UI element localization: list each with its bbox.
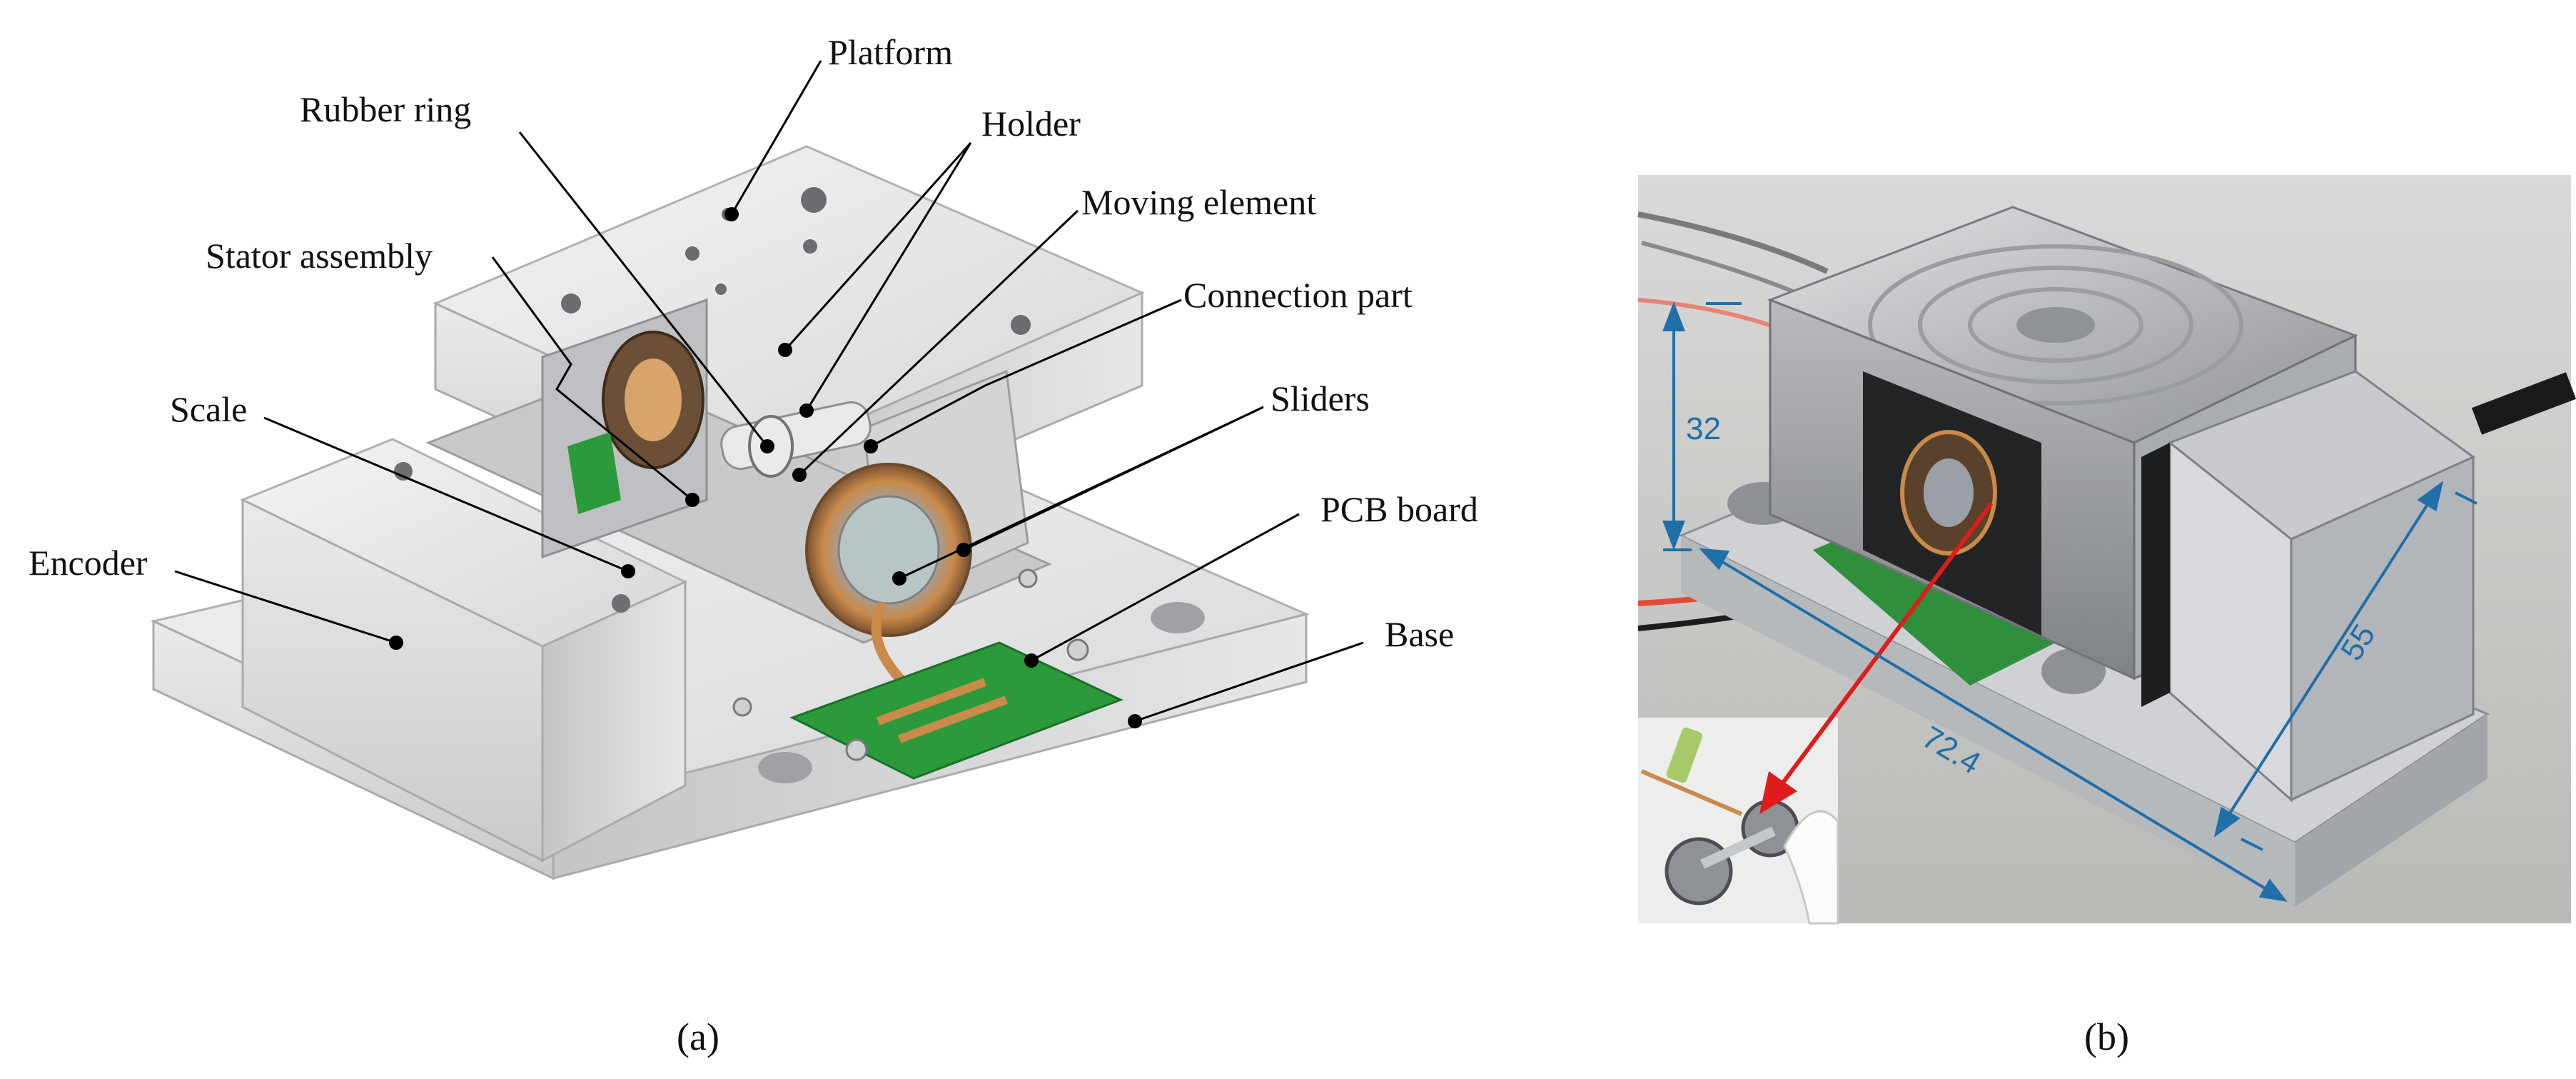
label-sliders: Sliders bbox=[1271, 378, 1370, 418]
photo-encoder-scale bbox=[2141, 443, 2170, 707]
platform-hole bbox=[685, 246, 699, 261]
caption-b: (b) bbox=[2084, 1015, 2129, 1058]
platform-hole bbox=[561, 293, 581, 313]
pcb-board bbox=[789, 641, 1123, 780]
dim-55-ext bbox=[2455, 491, 2477, 505]
label-platform: Platform bbox=[828, 32, 953, 72]
leader-holder-1 bbox=[784, 141, 972, 351]
dim-72-arrow-right bbox=[2258, 878, 2288, 902]
inset-wires bbox=[1640, 769, 1743, 816]
dim-32-arrow-top bbox=[1662, 301, 1685, 331]
leader-dot bbox=[778, 343, 792, 357]
label-encoder: Encoder bbox=[29, 543, 148, 583]
leader-encoder bbox=[174, 570, 397, 644]
label-holder: Holder bbox=[981, 104, 1081, 144]
slider-screw bbox=[1018, 568, 1038, 588]
label-pcb-board: PCB board bbox=[1320, 489, 1478, 529]
platform-hole bbox=[801, 187, 827, 213]
panel-a-labels: Platform Rubber ring Holder Moving eleme… bbox=[29, 32, 1478, 654]
dim-label-32: 32 bbox=[1686, 411, 1721, 446]
leader-dot bbox=[389, 636, 403, 650]
photo-inset bbox=[1638, 718, 1839, 925]
pcb-trace bbox=[897, 696, 1009, 743]
leader-dot bbox=[621, 564, 635, 578]
dim-55-arrow-top bbox=[2417, 481, 2444, 512]
dim-32-arrow-bottom bbox=[1662, 521, 1685, 551]
encoder-hole bbox=[394, 462, 413, 481]
photo-base-side bbox=[2295, 714, 2487, 907]
panel-a-leader-lines bbox=[174, 60, 1364, 723]
label-base: Base bbox=[1385, 614, 1454, 654]
inset-ring bbox=[1665, 837, 1733, 905]
leader-dot bbox=[956, 543, 971, 557]
platform-hole bbox=[1011, 315, 1031, 335]
copper-lead bbox=[871, 602, 911, 691]
dim-55-line bbox=[2226, 498, 2432, 819]
panel-b-photo: 32 72.4 55 bbox=[1637, 175, 2576, 925]
cable-black-right bbox=[2471, 372, 2576, 435]
base-hole bbox=[758, 752, 812, 783]
red-arrow-line bbox=[1779, 502, 1994, 787]
dim-72-arrow-left bbox=[1699, 548, 1730, 571]
red-arrow-head bbox=[1759, 771, 1797, 814]
pcb-screw bbox=[1066, 638, 1089, 661]
leader-base bbox=[1134, 641, 1364, 723]
dim-55-arrow-bottom bbox=[2213, 806, 2241, 838]
encoder-side bbox=[541, 580, 687, 863]
dim-55-ext bbox=[2241, 838, 2263, 851]
leader-dot bbox=[685, 493, 699, 507]
photo-block-groove bbox=[2016, 307, 2095, 343]
photo-encoder-side bbox=[2290, 455, 2475, 802]
leader-dot bbox=[792, 468, 807, 482]
pcb-screw bbox=[845, 738, 868, 761]
leader-holder-2 bbox=[805, 142, 972, 411]
leader-scale bbox=[263, 416, 629, 573]
label-moving-element: Moving element bbox=[1081, 182, 1316, 222]
leader-dot bbox=[1024, 653, 1039, 668]
stator-ring-inner bbox=[625, 358, 682, 441]
dimension-annotations bbox=[1662, 301, 2477, 902]
leader-dot bbox=[892, 571, 906, 586]
label-rubber-ring: Rubber ring bbox=[300, 89, 471, 129]
dim-72-line bbox=[1719, 559, 2268, 890]
slider-screw bbox=[732, 697, 752, 717]
inset-earbud bbox=[1783, 810, 1839, 925]
leader-pcb-board bbox=[1031, 513, 1300, 662]
cable-gray bbox=[1637, 211, 1829, 274]
leader-sliders-2 bbox=[963, 406, 1264, 551]
slider-disk-inner bbox=[837, 495, 940, 605]
leader-dot bbox=[864, 439, 878, 453]
leader-dot bbox=[1128, 714, 1142, 728]
caption-a: (a) bbox=[677, 1015, 719, 1058]
encoder-hole bbox=[612, 594, 630, 613]
label-stator-assembly: Stator assembly bbox=[206, 236, 433, 276]
leader-moving-element bbox=[798, 209, 1079, 476]
inset-pcb-strip bbox=[1666, 727, 1703, 783]
platform-hole bbox=[715, 283, 727, 295]
photo-stator-core bbox=[1924, 458, 1974, 527]
panel-a-leader-dots bbox=[389, 207, 1142, 728]
leader-dot bbox=[799, 403, 814, 418]
leader-stator-assembly bbox=[491, 256, 693, 501]
label-connection-part: Connection part bbox=[1183, 275, 1413, 315]
leader-dot bbox=[724, 207, 739, 221]
pcb-small bbox=[567, 432, 621, 514]
photo-base-hole bbox=[2041, 648, 2106, 694]
photo-block-groove bbox=[1868, 244, 2243, 406]
label-scale: Scale bbox=[170, 389, 247, 429]
inset-rod bbox=[1700, 826, 1776, 869]
leader-connection-part bbox=[870, 298, 1182, 448]
base-hole bbox=[1151, 602, 1205, 633]
photo-block-groove bbox=[1968, 287, 2143, 363]
leader-platform bbox=[730, 60, 822, 215]
leader-dot bbox=[760, 439, 774, 453]
platform-hole bbox=[803, 239, 817, 254]
photo-block-groove bbox=[1918, 266, 2193, 384]
pcb-trace bbox=[876, 678, 987, 726]
leader-rubber-ring bbox=[518, 131, 769, 447]
